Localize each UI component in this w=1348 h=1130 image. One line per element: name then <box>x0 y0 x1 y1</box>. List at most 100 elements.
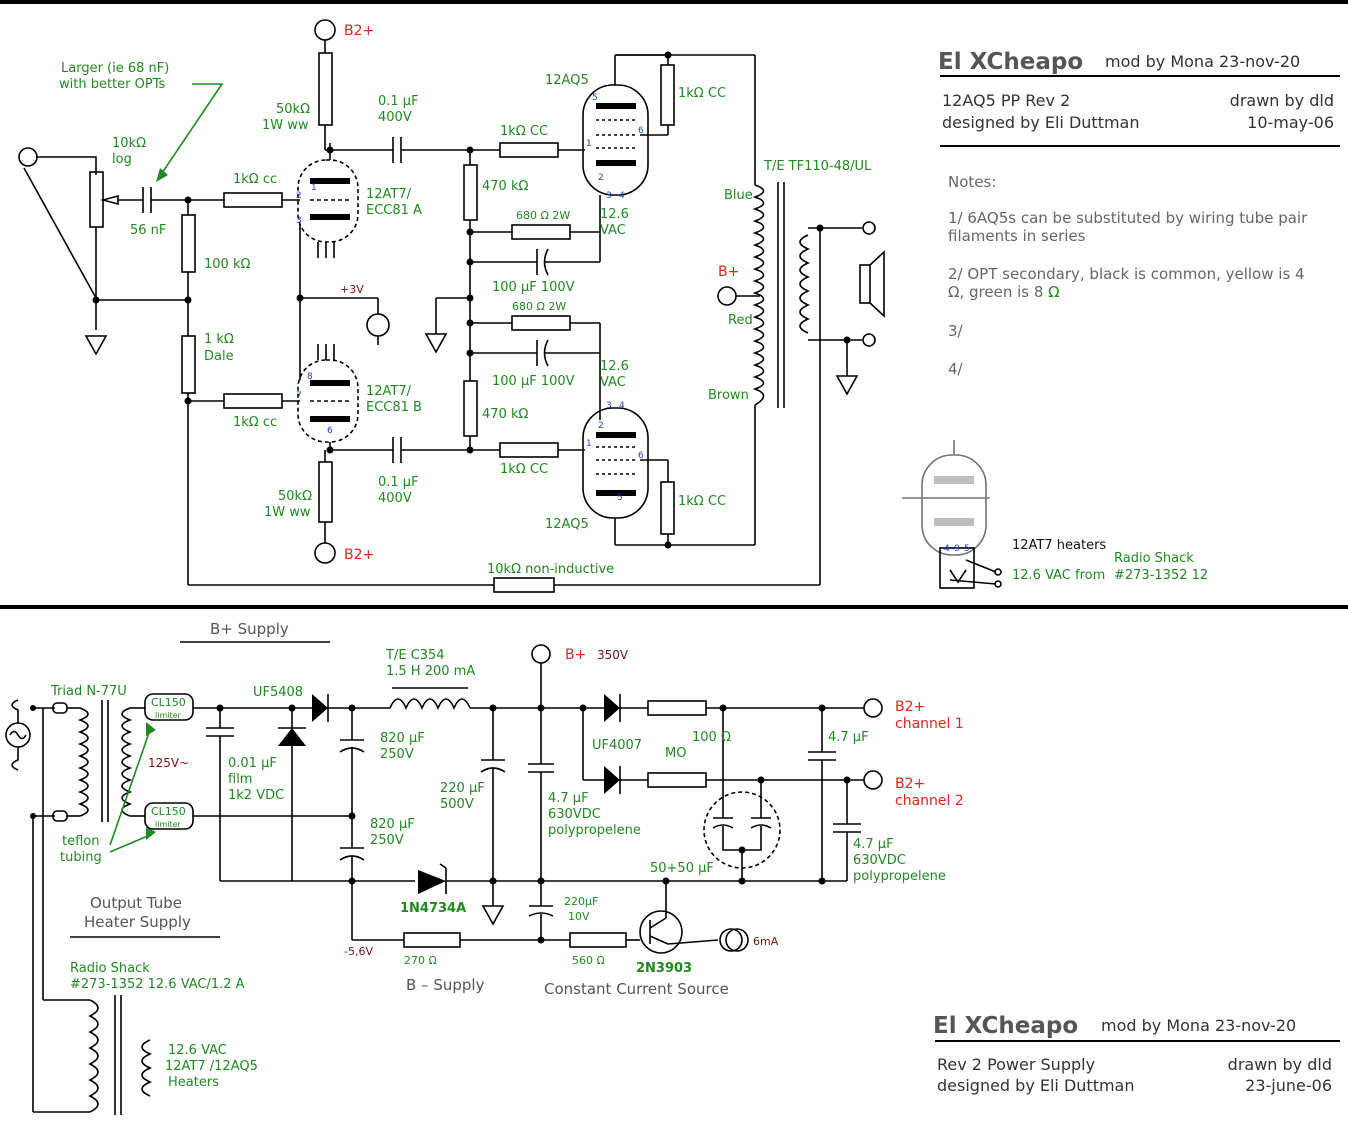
heater-pins <box>939 547 975 589</box>
label-820uf-2: 820 µF <box>370 817 415 832</box>
volume-pot <box>89 171 104 228</box>
transistor-2n3903 <box>639 910 683 954</box>
label-470k-top: 470 kΩ <box>482 179 528 194</box>
feedback-resistor <box>493 577 555 593</box>
label-6ma: 6mA <box>753 935 779 948</box>
label-screen-res-top: 1kΩ CC <box>678 86 726 101</box>
ground-icon-3 <box>835 375 859 396</box>
label-2n3903: 2N3903 <box>636 961 692 976</box>
label-film-cap-2: film <box>228 772 252 787</box>
label-bminus-supply: B – Supply <box>406 976 485 994</box>
uf4007-diode-1 <box>604 694 620 722</box>
label-choke: T/E C354 <box>385 648 445 663</box>
label-radio-shack-part: #273-1352 12 <box>1114 568 1208 583</box>
label-grid-stopper-bottom: 1kΩ CC <box>500 462 548 477</box>
label-radio-shack: Radio Shack <box>70 961 150 976</box>
label-b2-ch2-b: channel 2 <box>895 793 964 809</box>
svg-text:6: 6 <box>638 126 644 136</box>
label-coupling-cap-top-2: 400V <box>378 110 412 125</box>
label-plate-load-bottom: 50kΩ <box>278 489 312 504</box>
label-output-transformer: T/E TF110-48/UL <box>763 159 872 174</box>
svg-text:1: 1 <box>586 139 592 149</box>
notes-heading: Notes: <box>948 173 996 191</box>
label-12aq5-top: 12AQ5 <box>545 73 589 88</box>
label-radio-shack-2: #273-1352 12.6 VAC/1.2 A <box>70 977 245 992</box>
label-4u7-c-2: 630VDC <box>853 853 906 868</box>
label-zener: 1N4734A <box>400 901 466 916</box>
title-bottom-drawn: drawn by dld <box>1228 1055 1332 1074</box>
label-heaters-2: 12.6 VAC from <box>1012 568 1105 583</box>
label-limiter-1: CL150 <box>151 696 186 709</box>
svg-text:4: 4 <box>944 544 950 554</box>
tube-12at7-a <box>297 159 359 243</box>
opt-primary <box>752 184 765 406</box>
label-vac-top: 12.6 <box>600 207 629 222</box>
label-uf5408: UF5408 <box>253 685 303 700</box>
label-b2-bottom: B2+ <box>344 547 374 563</box>
label-choke-2: 1.5 H 200 mA <box>386 664 475 679</box>
b2-terminal-top <box>314 19 336 41</box>
label-vac-bottom: 12.6 <box>600 359 629 374</box>
label-4u7-a: 4.7 µF <box>548 791 589 806</box>
filter-choke <box>389 698 471 710</box>
label-vac-top-2: VAC <box>600 223 626 238</box>
plate-load-top <box>318 52 333 126</box>
tube-12aq5-bottom <box>582 407 649 519</box>
label-680-top: 680 Ω 2W <box>516 209 570 222</box>
label-film-cap: 0.01 µF <box>228 756 277 771</box>
note-4: 4/ <box>948 360 964 378</box>
svg-text:2: 2 <box>598 421 604 431</box>
b2-ch2-terminal <box>863 770 883 790</box>
label-220uf-10v: 220µF <box>564 895 598 908</box>
note-2-b: Ω, green is 8 Ω <box>948 283 1060 301</box>
label-heaters: 12AT7 heaters <box>1012 538 1106 553</box>
title-bottom: El XCheapo <box>933 1013 1078 1039</box>
grid-resistor-b <box>223 393 283 409</box>
heater-transformer-primary <box>88 999 99 1113</box>
label-bplus-top: B+ <box>718 264 739 280</box>
label-grid-stopper-top: 1kΩ CC <box>500 124 548 139</box>
svg-text:8: 8 <box>307 372 313 382</box>
bplus-terminal-supply <box>531 644 551 664</box>
label-220uf-10v-b: 10V <box>568 910 590 923</box>
title-top-rev: 12AQ5 PP Rev 2 <box>942 91 1070 110</box>
label-uf4007: UF4007 <box>592 738 642 753</box>
title-top-drawn: drawn by dld <box>1230 91 1334 110</box>
b2-ch1-terminal <box>863 698 883 718</box>
label-220uf-b: 500V <box>440 797 474 812</box>
label-limiter-2: CL150 <box>151 805 186 818</box>
note-1-b: filaments in series <box>948 227 1086 245</box>
title-top: El XCheapo <box>938 49 1083 75</box>
label-100uf-top: 100 µF 100V <box>492 280 575 295</box>
heater-tube-icon <box>902 440 990 556</box>
title-bottom-designer: designed by Eli Duttman <box>937 1076 1135 1095</box>
label-heater-supply: Output Tube <box>90 894 182 912</box>
label-feedback: 10kΩ non-inductive <box>487 562 614 577</box>
label-vac-bottom-2: VAC <box>600 375 626 390</box>
label-tube-b-2: ECC81 B <box>366 400 422 415</box>
ground-icon-2 <box>424 333 448 354</box>
grid-resistor-a <box>223 192 283 208</box>
resistor-100-ch1 <box>647 700 707 716</box>
label-b2-ch1-b: channel 1 <box>895 716 964 732</box>
svg-text:6: 6 <box>638 451 644 461</box>
plate-load-bottom <box>318 461 333 523</box>
label-limiter-1-b: limiter <box>155 711 182 720</box>
ground-icon-4 <box>481 905 505 926</box>
title-top-mod: mod by Mona 23-nov-20 <box>1105 52 1300 71</box>
grid-stopper-bottom <box>499 442 559 458</box>
label-50-50: 50+50 µF <box>650 861 714 876</box>
label-4u7-c-3: polypropelene <box>853 869 946 884</box>
label-350v: 350V <box>597 648 629 662</box>
label-4u7-c: 4.7 µF <box>853 837 894 852</box>
input-jack-icon <box>18 147 38 167</box>
resistor-100k <box>181 214 196 273</box>
label-radio-shack-top: Radio Shack <box>1114 551 1194 566</box>
ground-icon <box>84 335 108 356</box>
label-470k-bottom: 470 kΩ <box>482 407 528 422</box>
label-dale: Dale <box>204 349 234 364</box>
bplus-terminal <box>717 286 737 306</box>
grid-stopper-top <box>499 142 559 158</box>
svg-text:7: 7 <box>296 391 302 401</box>
speaker-terminal-2 <box>862 333 876 347</box>
